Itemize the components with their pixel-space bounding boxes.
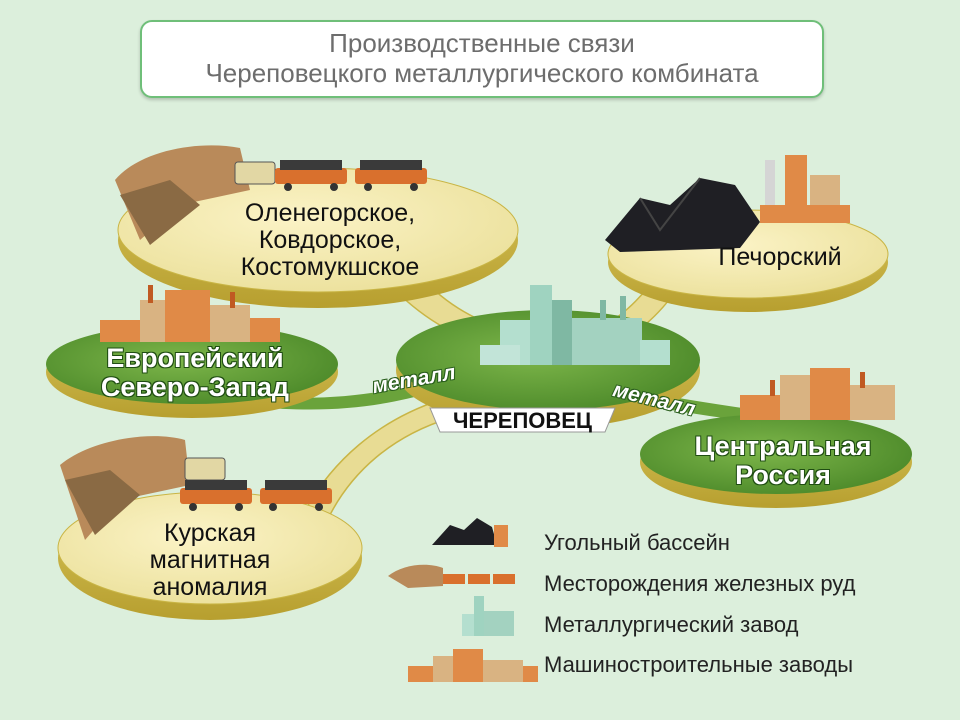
node-central-line-2: Россия [735, 460, 831, 491]
node-label-olenegorsk: Оленегорское, Ковдорское, Костомукшское [230, 200, 430, 281]
node-kursk-line-1: Курская [163, 519, 257, 547]
legend-icon-steel [462, 596, 514, 636]
node-label-central: Центральная Россия [688, 431, 878, 491]
node-kursk-line-2: магнитная [149, 546, 271, 574]
title-line-2: Череповецкого металлургического комбинат… [205, 58, 759, 88]
node-northwest-line-1: Европейский [106, 343, 284, 373]
node-northwest-line-2: Северо-Запад [100, 372, 290, 403]
node-olenegorsk-line-2: Ковдорское, [258, 226, 402, 254]
legend-label-ore: Месторождения железных руд [544, 571, 856, 596]
iron-ore-deposit-icon [60, 436, 332, 540]
iron-ore-deposit-icon [115, 145, 427, 245]
title-line-1: Производственные связи [329, 28, 635, 58]
legend-label-machine: Машиностроительные заводы [544, 652, 854, 677]
node-central-line-1: Центральная [694, 431, 872, 461]
legend-label-steel: Металлургический завод [544, 612, 799, 637]
machine-building-plant-icon [760, 155, 850, 223]
legend-icon-machine [408, 649, 538, 682]
title-box: Производственные связи Череповецкого мет… [140, 20, 824, 98]
machine-building-plant-icon [100, 285, 280, 342]
legend-icon-ore [388, 564, 515, 588]
steel-plant-icon [480, 285, 670, 365]
platform-kursk [57, 491, 363, 620]
center-label: ЧЕРЕПОВЕЦ [452, 408, 593, 433]
legend-icon-coal [432, 518, 508, 547]
coal-basin-icon [605, 177, 760, 252]
node-kursk-line-3: аномалия [152, 573, 268, 601]
node-label-northwest: Европейский Северо-Запад [80, 343, 310, 403]
platform-olenegorsk [117, 167, 519, 308]
node-label-pechora: Печорский [718, 243, 842, 271]
platform-central [640, 414, 912, 508]
node-olenegorsk-line-1: Оленегорское, [244, 199, 416, 227]
platform-northwest [46, 324, 338, 418]
center-label-banner [429, 407, 616, 433]
machine-building-plant-icon [740, 368, 895, 420]
node-olenegorsk-line-3: Костомукшское [240, 253, 420, 281]
legend-label-coal: Угольный бассейн [544, 530, 730, 555]
node-label-kursk: Курская магнитная аномалия [120, 520, 300, 601]
